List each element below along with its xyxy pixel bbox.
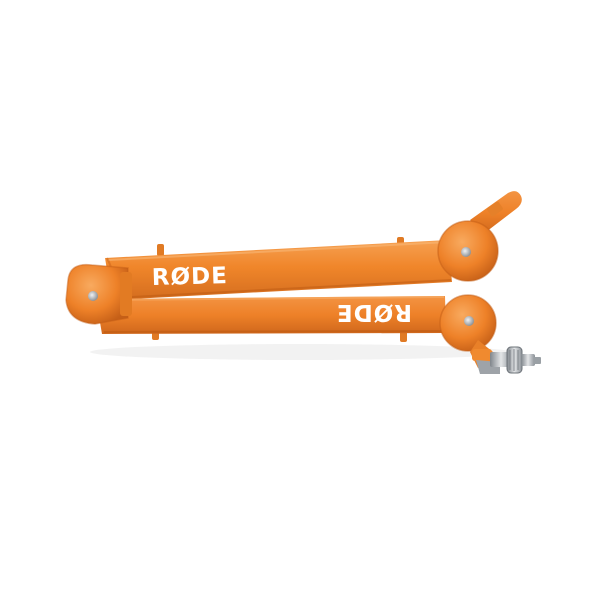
top-joint [437, 191, 522, 282]
screw-icon [88, 291, 98, 301]
thread-mount [476, 346, 541, 374]
shadow [90, 344, 510, 360]
brand-logo-upper: RØDE [151, 263, 228, 291]
screw-icon [461, 247, 471, 257]
brand-logo-lower: RØDE [336, 299, 412, 325]
left-joint [65, 263, 132, 325]
lower-arm [96, 296, 446, 342]
screw-icon [464, 316, 474, 326]
upper-arm [105, 237, 452, 301]
